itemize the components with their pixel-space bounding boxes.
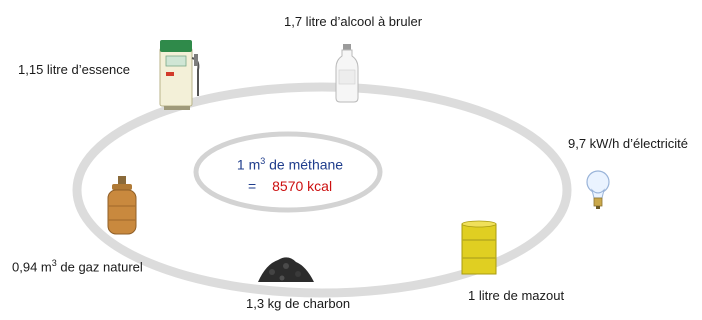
- methane-prefix: 1 m: [236, 156, 261, 173]
- energy-value: = 8570 kcal: [200, 178, 380, 194]
- gaz-suffix: de gaz naturel: [56, 259, 143, 275]
- methane-suffix: de méthane: [265, 156, 344, 173]
- gas-cylinder-icon: [107, 176, 137, 235]
- label-mazout: 1 litre de mazout: [468, 288, 565, 303]
- gaz-sup: 3: [51, 258, 57, 268]
- label-alcool: 1,7 litre d’alcool à bruler: [284, 14, 423, 29]
- label-gaz-naturel: 0,94 m3 de gaz naturel: [12, 258, 143, 274]
- light-bulb-icon: [586, 170, 610, 209]
- outer-ring: [72, 82, 572, 298]
- label-electricite: 9,7 kW/h d’électricité: [568, 136, 688, 151]
- gaz-prefix: 0,94 m: [12, 259, 52, 275]
- coal-pile-icon: [258, 257, 314, 282]
- methane-label: 1 m3 de méthane: [200, 156, 380, 173]
- methane-sup: 3: [260, 156, 266, 166]
- label-essence: 1,15 litre d’essence: [18, 62, 131, 77]
- center-equivalence: 1 m3 de méthane = 8570 kcal: [200, 142, 380, 198]
- oil-barrel-icon: [461, 220, 497, 275]
- fuel-pump-icon: [159, 40, 200, 110]
- center-ring: [193, 131, 383, 213]
- alcohol-bottle-icon: [335, 44, 359, 103]
- label-charbon: 1,3 kg de charbon: [246, 296, 351, 311]
- energy-kcal: 8570 kcal: [272, 178, 333, 194]
- equals-sign: =: [247, 178, 257, 194]
